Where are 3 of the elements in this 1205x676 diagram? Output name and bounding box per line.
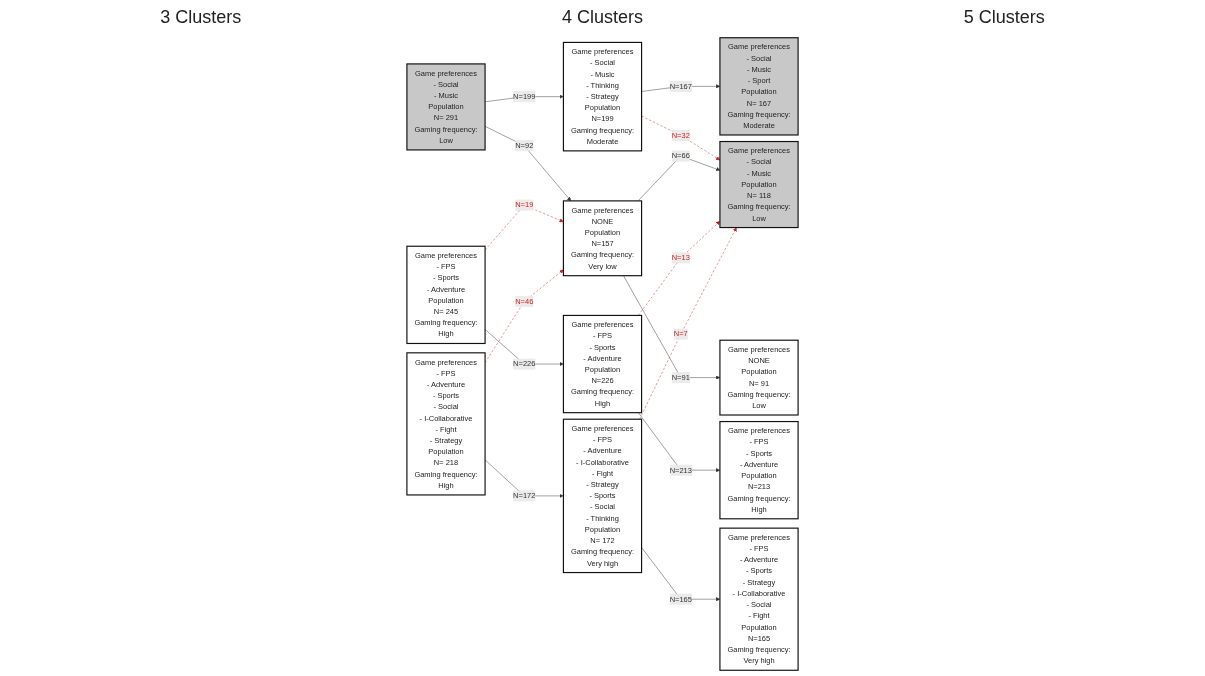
column-heading: 5 Clusters bbox=[963, 6, 1045, 28]
column-heading: 3 Clusters bbox=[160, 6, 242, 28]
column-heading: 4 Clusters bbox=[561, 6, 643, 28]
